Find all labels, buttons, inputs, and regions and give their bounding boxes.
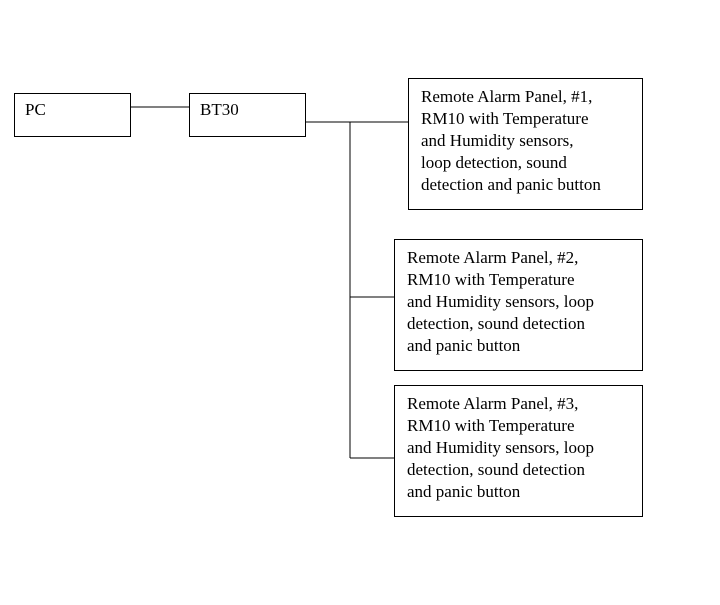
bt30-label: BT30 bbox=[200, 100, 239, 119]
panel3-line: and panic button bbox=[407, 482, 521, 501]
panel1-line: RM10 with Temperature bbox=[421, 109, 589, 128]
remote-alarm-panel-2-node: Remote Alarm Panel, #2, RM10 with Temper… bbox=[394, 239, 643, 371]
remote-alarm-panel-1-node: Remote Alarm Panel, #1, RM10 with Temper… bbox=[408, 78, 643, 210]
panel3-line: RM10 with Temperature bbox=[407, 416, 575, 435]
panel2-line: detection, sound detection bbox=[407, 314, 585, 333]
panel2-line: and Humidity sensors, loop bbox=[407, 292, 594, 311]
pc-node: PC bbox=[14, 93, 131, 137]
pc-label: PC bbox=[25, 100, 46, 119]
panel1-line: detection and panic button bbox=[421, 175, 601, 194]
panel1-line: Remote Alarm Panel, #1, bbox=[421, 87, 593, 106]
remote-alarm-panel-3-node: Remote Alarm Panel, #3, RM10 with Temper… bbox=[394, 385, 643, 517]
panel1-line: loop detection, sound bbox=[421, 153, 567, 172]
panel3-line: and Humidity sensors, loop bbox=[407, 438, 594, 457]
panel2-line: and panic button bbox=[407, 336, 521, 355]
bt30-node: BT30 bbox=[189, 93, 306, 137]
panel2-line: Remote Alarm Panel, #2, bbox=[407, 248, 579, 267]
panel1-line: and Humidity sensors, bbox=[421, 131, 574, 150]
panel2-line: RM10 with Temperature bbox=[407, 270, 575, 289]
panel3-line: detection, sound detection bbox=[407, 460, 585, 479]
panel3-line: Remote Alarm Panel, #3, bbox=[407, 394, 579, 413]
